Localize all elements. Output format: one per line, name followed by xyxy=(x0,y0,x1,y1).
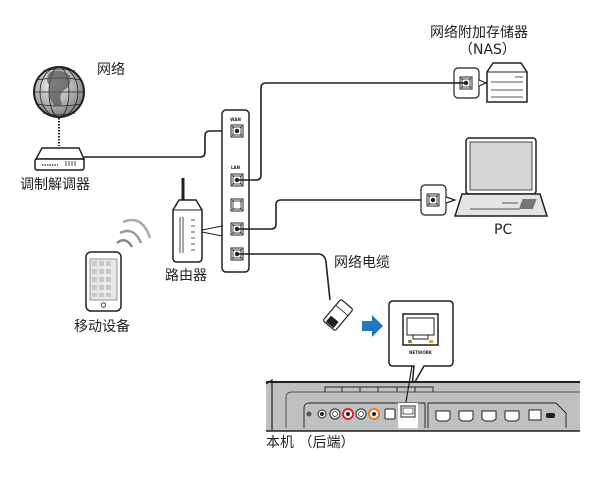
rj45-plug-icon xyxy=(323,299,353,331)
modem-wan-cable xyxy=(84,130,238,158)
network-port-callout: NETWORK xyxy=(388,300,454,388)
nas-device-icon xyxy=(486,62,528,103)
nas-port-callout xyxy=(453,67,488,99)
modem-label: 调制解调器 xyxy=(20,177,90,193)
wan-port[interactable] xyxy=(230,124,244,138)
lan-label: LAN xyxy=(231,165,240,170)
router-icon xyxy=(172,178,203,263)
nas-label-line1: 网络附加存储器 xyxy=(430,25,528,41)
router-port-panel: WAN LAN xyxy=(221,109,250,273)
laptop-icon xyxy=(453,137,549,217)
network-port-icon xyxy=(402,313,439,346)
mobile-device-label: 移动设备 xyxy=(74,319,130,335)
unit-network-cable xyxy=(239,253,331,301)
internet-globe-icon xyxy=(33,66,85,118)
lan-port-3[interactable] xyxy=(230,222,244,236)
nas-cable xyxy=(239,82,463,181)
pc-label: PC xyxy=(494,222,513,238)
callout-pointer xyxy=(405,365,413,403)
lan-port-1[interactable] xyxy=(230,173,244,187)
pc-cable xyxy=(239,199,433,230)
modem-icon xyxy=(34,147,86,171)
pc-port-callout xyxy=(420,184,457,216)
unit-rear-label: 本机 （后端） xyxy=(266,435,355,451)
network-cable-label: 网络电缆 xyxy=(334,255,390,271)
internet-label: 网络 xyxy=(97,62,125,78)
unit-rear-panel xyxy=(265,378,580,432)
lan-port-4[interactable] xyxy=(230,247,244,261)
mobile-device-icon xyxy=(85,251,122,312)
insert-arrow-icon xyxy=(362,315,383,337)
router-label: 路由器 xyxy=(165,268,207,284)
router-panel-link xyxy=(201,225,223,237)
wifi-signal-icon xyxy=(116,218,152,248)
lan-port-2[interactable] xyxy=(230,198,244,212)
nas-label-line2: （NAS） xyxy=(459,42,516,58)
wan-label: WAN xyxy=(230,117,241,122)
network-port-label: NETWORK xyxy=(409,350,433,355)
